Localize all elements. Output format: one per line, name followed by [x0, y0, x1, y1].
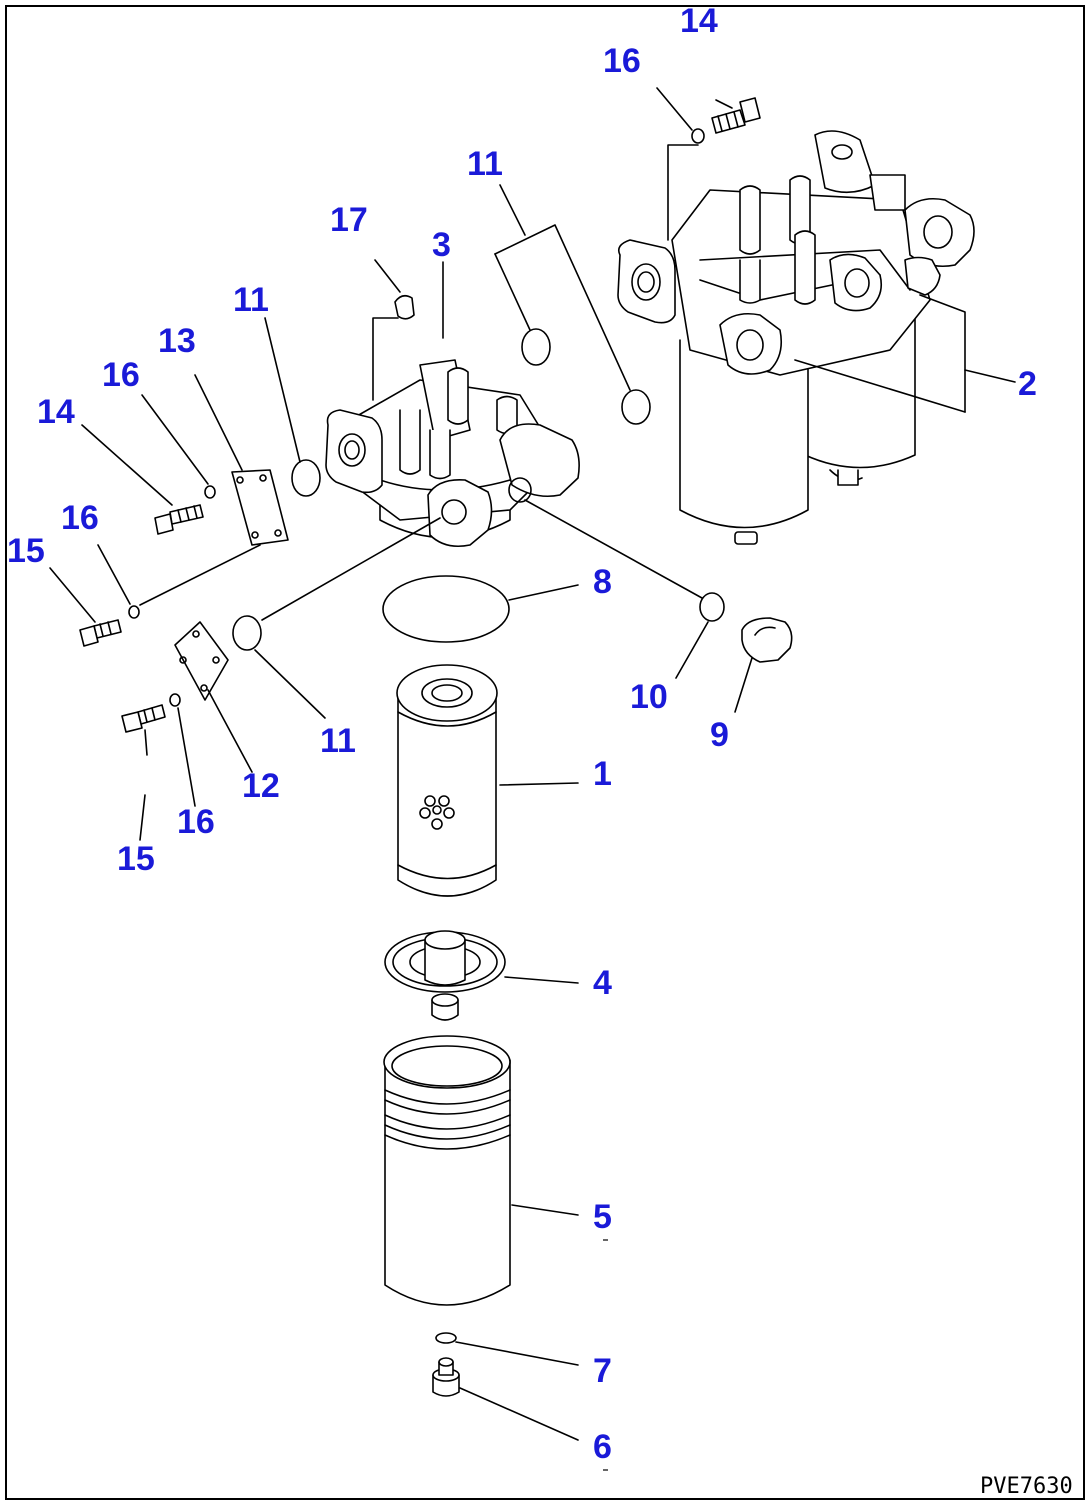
part-15-bolt-left-upper — [79, 619, 122, 647]
callout-8: 8 — [593, 563, 612, 601]
part-14-bolt-left — [154, 504, 204, 535]
part-1-filter-element — [396, 664, 498, 897]
callout-14-left: 14 — [37, 393, 75, 431]
part-17-plug — [394, 294, 415, 320]
part-16-washer-top — [691, 128, 705, 144]
callout-16-top: 16 — [603, 42, 641, 80]
callout-5: 5 — [593, 1198, 612, 1236]
callout-11-left-upper: 11 — [233, 281, 269, 319]
callout-16-left-lower: 16 — [177, 803, 215, 841]
callout-12: 12 — [242, 767, 280, 805]
part-11-oring-left-lower — [232, 615, 262, 651]
part-11-orings-upper — [494, 184, 651, 425]
callout-6: 6 — [593, 1428, 612, 1466]
part-15-bolt-left-lower — [121, 704, 166, 733]
part-14-bolt-top — [711, 97, 761, 134]
part-13-cover-plate — [231, 469, 289, 546]
callout-3: 3 — [432, 226, 451, 264]
assembly-front-flange — [719, 312, 783, 375]
callout-11-top: 11 — [467, 145, 503, 183]
assembly-right-flange — [904, 197, 975, 268]
callout-7: 7 — [593, 1352, 612, 1390]
callout-15-upper: 15 — [7, 532, 45, 570]
part-4-valve — [384, 930, 506, 1021]
part-2-filter-assembly — [617, 130, 1016, 545]
callout-10: 10 — [630, 678, 668, 716]
callout-15-lower: 15 — [117, 840, 155, 878]
part-16-washer-left-upper — [204, 485, 216, 499]
part-16-washer-left-mid — [128, 605, 140, 619]
assembly-left-flange — [617, 239, 676, 324]
part-5-case — [383, 1035, 511, 1306]
part-9-plug — [741, 617, 793, 663]
callout-9: 9 — [710, 716, 729, 754]
assembly-front-canister — [679, 339, 809, 529]
callout-16-left-mid: 16 — [61, 499, 99, 537]
part-6-drain-plug — [432, 1357, 460, 1397]
part-16-washer-left-lower — [169, 693, 181, 707]
part-12-cover-plate — [174, 621, 229, 701]
part-10-oring-small — [699, 592, 725, 622]
part-7-oring-drain — [435, 1332, 457, 1344]
callout-4: 4 — [593, 964, 612, 1002]
callout-11-left-lower: 11 — [320, 722, 356, 760]
callout-1: 1 — [593, 755, 612, 793]
callout-13: 13 — [158, 322, 196, 360]
callout-16-left-upper: 16 — [102, 356, 140, 394]
part-3-filter-head — [325, 359, 580, 548]
drawing-code: PVE7630 — [980, 1474, 1073, 1499]
part-11-oring-left-upper — [291, 459, 321, 497]
callout-14-top: 14 — [680, 2, 718, 40]
frame-border — [5, 5, 1085, 1500]
part-8-oring-large — [382, 575, 510, 643]
callout-2: 2 — [1018, 365, 1037, 403]
callout-17: 17 — [330, 201, 368, 239]
assembly-top-port — [814, 130, 876, 194]
